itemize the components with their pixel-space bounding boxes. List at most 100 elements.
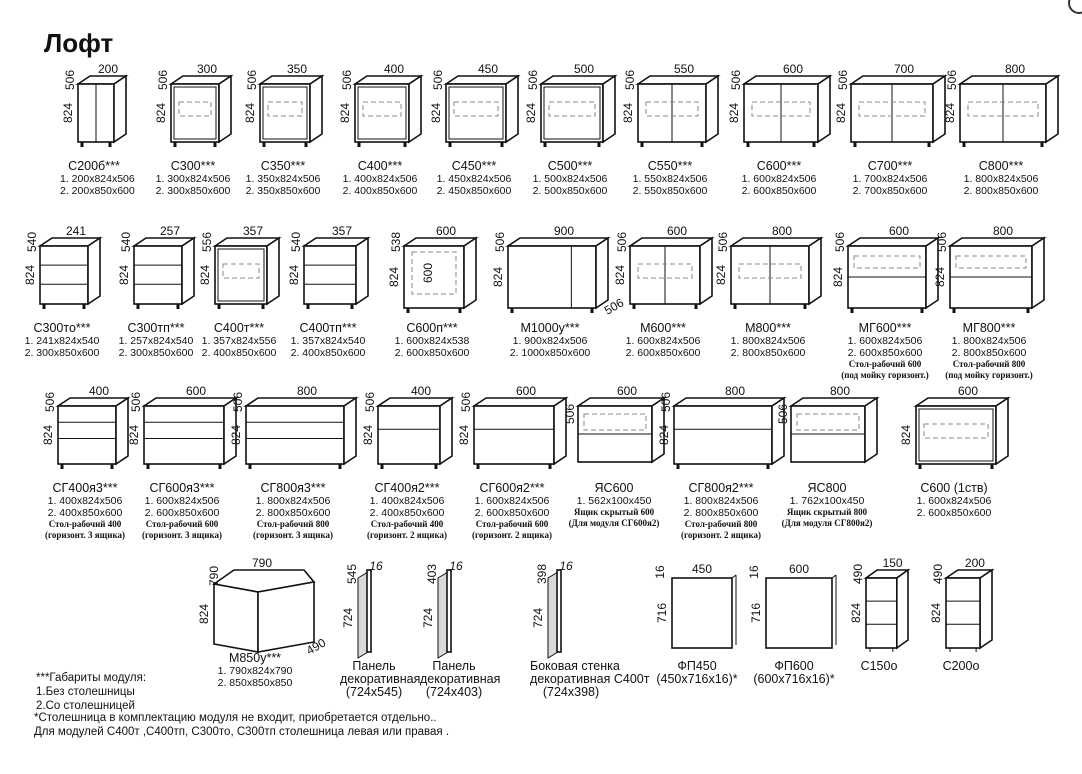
top-face (848, 75, 948, 85)
depth-dim: 540 (25, 232, 39, 252)
leg (110, 464, 114, 469)
height-dim: 824 (714, 265, 728, 285)
module-name: СГ400я2*** (374, 481, 440, 495)
panel-edge (366, 569, 372, 653)
side-face (87, 236, 101, 306)
module-size: 1. 300x824x506 (155, 173, 231, 185)
height-dim: 716 (749, 603, 763, 623)
module-name-line2: декоративная С400т (530, 672, 650, 686)
height-dim: 824 (849, 603, 863, 623)
hidden-shelf (853, 255, 921, 269)
module-size: 2. 600x850x600 (916, 507, 992, 519)
module-size: 2. 800x850x600 (963, 185, 1039, 197)
module-size: 2. 500x850x600 (532, 185, 608, 197)
side-face (864, 396, 878, 464)
side-face (355, 236, 369, 306)
module-name: СГ600я2*** (479, 481, 545, 495)
module-size: 2. 300x850x600 (24, 347, 100, 359)
width-dim: 800 (772, 224, 792, 238)
module-size: 1. 762x100x450 (789, 495, 865, 507)
module-name: СГ800я3*** (260, 481, 326, 495)
module-size: 1. 800x824x506 (963, 173, 1039, 185)
leg (261, 304, 265, 309)
module-size: 1. 400x824x506 (342, 173, 418, 185)
leg (694, 304, 698, 309)
module-name: М850у*** (228, 651, 282, 665)
width-dim: 400 (89, 384, 109, 398)
depth-dim: 490 (931, 564, 945, 584)
depth-dim: 403 (425, 564, 439, 584)
height-dim: 824 (287, 265, 301, 285)
side-face (651, 396, 665, 464)
width-dim: 800 (830, 384, 850, 398)
module-name: Панель (432, 659, 476, 673)
height-dim: 724 (341, 608, 355, 628)
module-name: М600*** (640, 321, 686, 335)
leg (543, 142, 547, 147)
module-size: 2. 400x850x600 (369, 507, 445, 519)
height-dim: 824 (41, 425, 55, 445)
leg (510, 308, 514, 313)
module-size: 2. 800x850x600 (730, 347, 806, 359)
inner-dim: 600 (421, 263, 435, 283)
side-face (1045, 74, 1059, 144)
height-dim: 824 (491, 267, 505, 287)
side-face (595, 236, 609, 310)
page-title: Лофт (44, 28, 114, 58)
depth-dim: 506 (563, 404, 577, 424)
width-dim: 600 (783, 62, 803, 76)
module-size: 2. 350x850x600 (245, 185, 321, 197)
module-note: (Для модуля СГ800я2) (781, 518, 873, 528)
module-size: 1. 900x824x506 (512, 335, 588, 347)
hidden-shelf (738, 263, 802, 279)
side-face (995, 396, 1009, 466)
side-face (266, 236, 280, 306)
leg (42, 304, 46, 309)
module-size: 1. 257x824x540 (118, 335, 194, 347)
module-name: ЯС800 (807, 481, 847, 495)
module-note: Ящик скрытый 800 (786, 507, 868, 517)
width-dim: 500 (574, 62, 594, 76)
height-dim: 824 (127, 425, 141, 445)
top-face (947, 237, 1047, 247)
side-face (602, 74, 616, 144)
front-face (133, 245, 183, 305)
top-face (913, 397, 1011, 407)
module-size: 1. 800x824x506 (951, 335, 1027, 347)
front-face (403, 245, 465, 309)
width-dim: 257 (160, 224, 180, 238)
module-name: ФП600 (774, 659, 814, 673)
width-dim: 150 (883, 556, 903, 570)
width-dim: 900 (554, 224, 574, 238)
module-name: ФП450 (677, 659, 717, 673)
door (217, 248, 265, 302)
side-face (343, 396, 357, 466)
module-note: (горизонт. 2 ящика) (367, 530, 447, 540)
width-dim: 790 (252, 556, 272, 570)
hidden-shelf (548, 101, 596, 117)
module-size: 1. 600x824x506 (144, 495, 220, 507)
module-size: 1. 450x824x506 (436, 173, 512, 185)
side-face (408, 74, 422, 144)
module-note: (Для модуля СГ600я2) (568, 518, 660, 528)
front-face (214, 245, 268, 305)
hidden-shelf (751, 101, 811, 117)
module-size: 1. 600x824x506 (847, 335, 923, 347)
